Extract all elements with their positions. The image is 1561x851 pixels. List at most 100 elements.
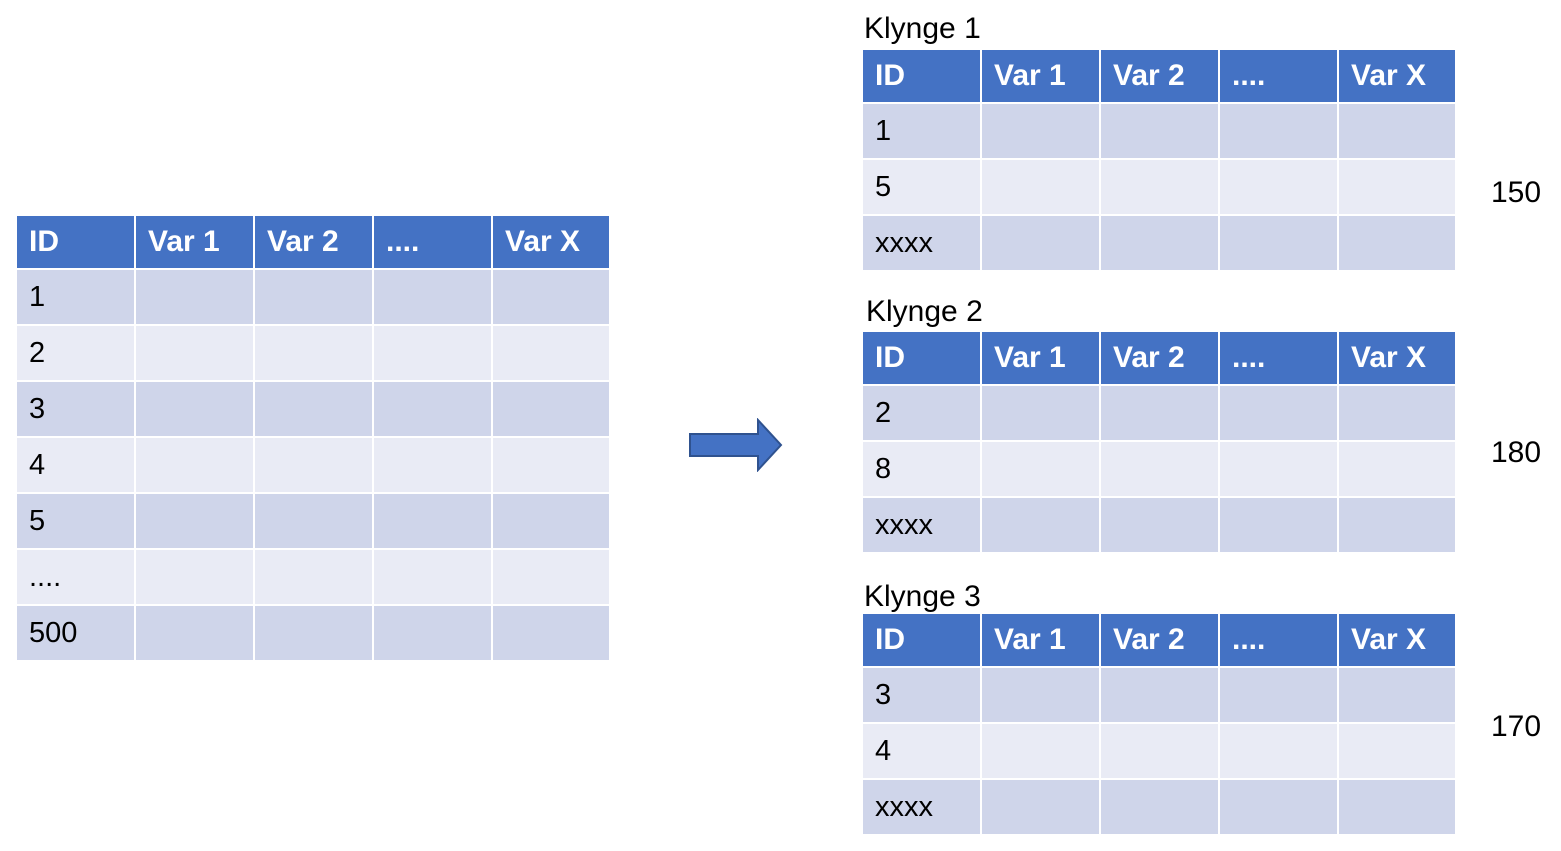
header-cell: .... [1218, 612, 1339, 668]
table-cell [372, 492, 493, 550]
source-table: ID Var 1 Var 2 .... Var X 1 2 [15, 214, 611, 662]
table-cell [1218, 102, 1339, 160]
table-cell [372, 268, 493, 326]
header-cell: Var X [1337, 48, 1457, 104]
table-cell [1099, 440, 1220, 498]
cluster-title: Klynge 1 [864, 12, 981, 45]
right-arrow-icon [689, 418, 783, 472]
table-cell: xxxx [861, 778, 982, 836]
header-cell: Var 1 [134, 214, 255, 270]
table-cell [1099, 158, 1220, 216]
table-row: 3 [861, 666, 1457, 724]
table-cell [134, 436, 255, 494]
header-cell: Var 2 [1099, 330, 1220, 386]
table-cell [253, 492, 374, 550]
table-cell: 3 [15, 380, 136, 438]
table-cell: 2 [861, 384, 982, 442]
table-row: 500 [15, 604, 611, 662]
cluster-count: 150 [1491, 176, 1542, 209]
cluster-table: ID Var 1 Var 2 .... Var X 1 5 [861, 48, 1457, 272]
table-cell [1337, 778, 1457, 836]
header-cell: Var 2 [1099, 612, 1220, 668]
table-cell [1218, 666, 1339, 724]
table-cell [491, 268, 611, 326]
table-cell [491, 492, 611, 550]
table-cell: 5 [861, 158, 982, 216]
table-cell [1099, 214, 1220, 272]
table-cell [980, 440, 1101, 498]
table-row: 5 [15, 492, 611, 550]
table-cell [1099, 666, 1220, 724]
table-cell [491, 380, 611, 438]
table-row: xxxx [861, 214, 1457, 272]
table-row: 5 [861, 158, 1457, 216]
table-cell [372, 604, 493, 662]
header-cell: .... [1218, 330, 1339, 386]
table-cell [491, 324, 611, 382]
header-cell: .... [372, 214, 493, 270]
table-cell [1337, 666, 1457, 724]
table-cell [1218, 440, 1339, 498]
header-cell: Var 1 [980, 48, 1101, 104]
table-row: 1 [861, 102, 1457, 160]
table-cell [1218, 214, 1339, 272]
table-cell [134, 380, 255, 438]
table-cell [980, 102, 1101, 160]
table-row: xxxx [861, 496, 1457, 554]
table-cell [980, 158, 1101, 216]
cluster-title: Klynge 3 [864, 580, 981, 613]
table-cell: 5 [15, 492, 136, 550]
table-row: xxxx [861, 778, 1457, 836]
table-cell [1099, 778, 1220, 836]
table-cell [1337, 102, 1457, 160]
table-cell [253, 380, 374, 438]
header-cell: ID [861, 612, 982, 668]
table-cell [253, 604, 374, 662]
table-cell [980, 384, 1101, 442]
table-cell [980, 496, 1101, 554]
cluster-title: Klynge 2 [866, 295, 983, 328]
table-cell [980, 666, 1101, 724]
table-row: 2 [861, 384, 1457, 442]
table-cell: 3 [861, 666, 982, 724]
table-cell [1218, 722, 1339, 780]
cluster-table: ID Var 1 Var 2 .... Var X 2 8 [861, 330, 1457, 554]
table-cell [980, 214, 1101, 272]
table-cell: 4 [15, 436, 136, 494]
table-cell [134, 324, 255, 382]
cluster-count: 170 [1491, 710, 1542, 743]
table-cell [253, 548, 374, 606]
table-cell [1099, 496, 1220, 554]
table-cell: 8 [861, 440, 982, 498]
table-cell: 500 [15, 604, 136, 662]
table-cell [1337, 722, 1457, 780]
table-header-row: ID Var 1 Var 2 .... Var X [861, 330, 1457, 386]
table-header-row: ID Var 1 Var 2 .... Var X [861, 612, 1457, 668]
table-header-row: ID Var 1 Var 2 .... Var X [861, 48, 1457, 104]
table-cell [1337, 158, 1457, 216]
table-cell [253, 436, 374, 494]
table-row: 8 [861, 440, 1457, 498]
table-cell [372, 380, 493, 438]
table-cell [1099, 722, 1220, 780]
header-cell: Var 2 [253, 214, 374, 270]
table-row: 4 [861, 722, 1457, 780]
table-cell: xxxx [861, 496, 982, 554]
table-cell: 4 [861, 722, 982, 780]
header-cell: Var 1 [980, 612, 1101, 668]
table-cell [134, 268, 255, 326]
table-cell [1218, 384, 1339, 442]
header-cell: Var 1 [980, 330, 1101, 386]
table-row: .... [15, 548, 611, 606]
table-cell [253, 324, 374, 382]
table-row: 1 [15, 268, 611, 326]
header-cell: Var X [1337, 330, 1457, 386]
table-cell [134, 604, 255, 662]
cluster-count: 180 [1491, 436, 1542, 469]
header-cell: ID [861, 48, 982, 104]
table-row: 3 [15, 380, 611, 438]
table-cell [134, 492, 255, 550]
table-cell [1218, 158, 1339, 216]
table-cell [1337, 384, 1457, 442]
table-cell [980, 722, 1101, 780]
